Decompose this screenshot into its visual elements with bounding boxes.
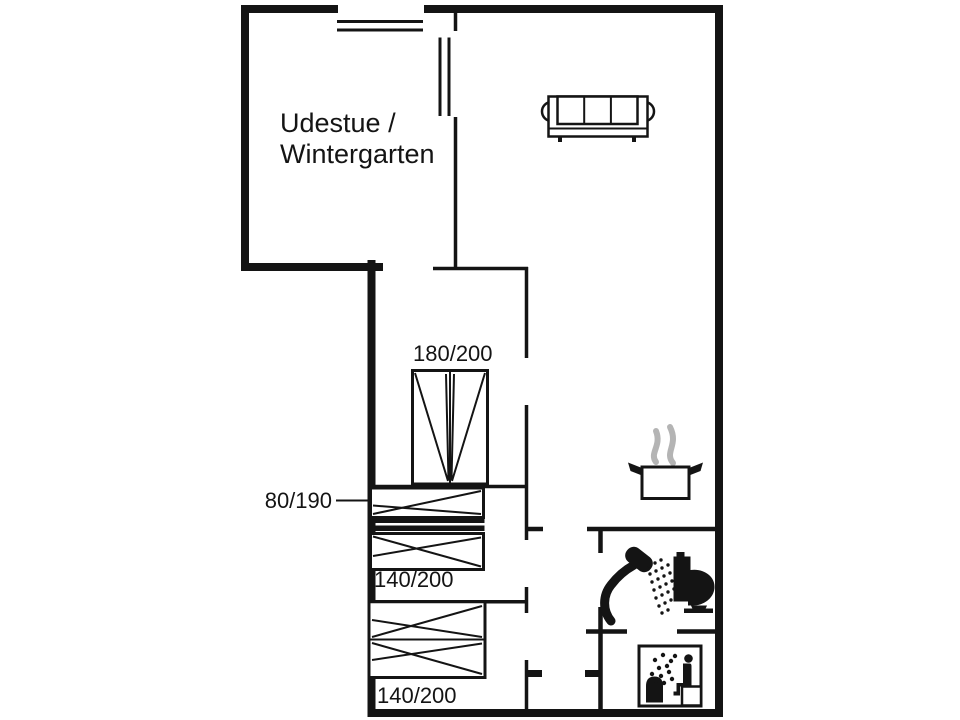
sunroom-wall [241, 5, 383, 271]
room-label-line2: Wintergarten [280, 139, 435, 169]
bed-140x200-middle: 140/200 [369, 532, 485, 592]
steam-icon [650, 424, 676, 466]
toilet-icon [673, 552, 715, 613]
room-label-line1: Udestue / [280, 108, 396, 138]
sauna-icon [637, 644, 703, 708]
bed-double-180x200: 180/200 [411, 341, 493, 486]
sauna-person [673, 654, 693, 696]
sofa-icon [540, 95, 656, 142]
sauna-bench [680, 685, 703, 707]
bed-label-140-200-middle: 140/200 [374, 567, 454, 592]
bed-wall-band-upper [370, 517, 485, 523]
sauna-steam-dots [649, 652, 678, 687]
side-window-icon [438, 37, 451, 116]
bed-label-140-200-bottom: 140/200 [377, 683, 457, 708]
window-icon [337, 20, 451, 116]
bed-label-80-190: 80/190 [265, 488, 332, 513]
shower-icon [600, 546, 676, 626]
bed-wall-band-lower [370, 525, 485, 531]
shower-spray-dots [647, 558, 676, 615]
room-label: Udestue / Wintergarten [280, 108, 435, 169]
main-outer-wall [368, 5, 723, 717]
top-window-icon [337, 20, 423, 32]
bed-label-180-200: 180/200 [413, 341, 493, 366]
bed-single-80x190: 80/190 [265, 486, 485, 519]
cooking-pot-icon [628, 462, 703, 500]
sauna-stove [646, 676, 663, 703]
bed-140x200-bottom: 140/200 [367, 600, 487, 708]
